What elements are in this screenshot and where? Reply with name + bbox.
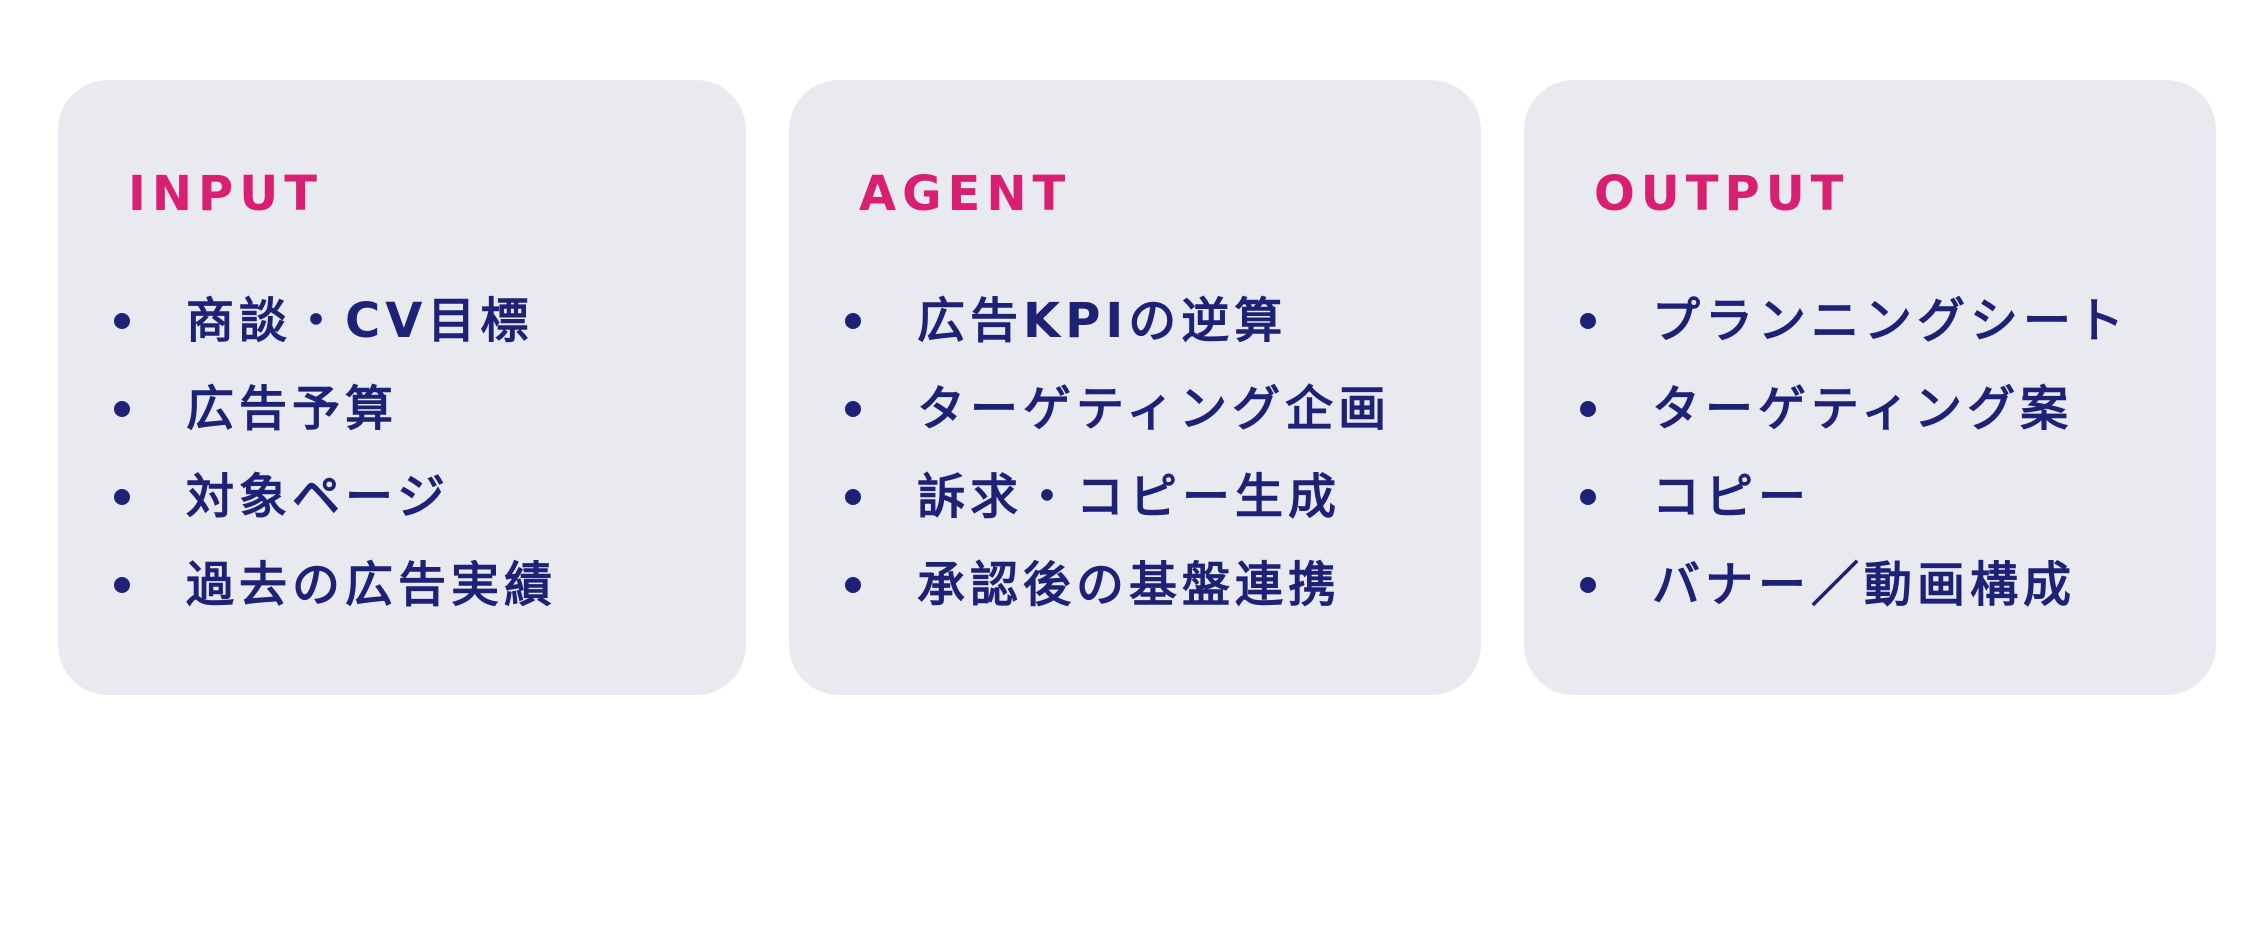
bullet-icon — [114, 401, 130, 417]
list-item-label: 商談・CV目標 — [186, 293, 534, 349]
list-item-label: ターゲティング企画 — [917, 381, 1392, 437]
input-list: 商談・CV目標 広告予算 対象ページ 過去の広告実績 — [114, 277, 557, 629]
list-item: 広告KPIの逆算 — [845, 277, 1391, 365]
bullet-icon — [114, 313, 130, 329]
list-item: プランニングシート — [1580, 277, 2129, 365]
bullet-icon — [845, 401, 861, 417]
list-item-label: 広告KPIの逆算 — [917, 293, 1288, 349]
list-item: ターゲティング企画 — [845, 365, 1391, 453]
list-item: 商談・CV目標 — [114, 277, 557, 365]
list-item: コピー — [1580, 453, 2129, 541]
list-item-label: バナー／動画構成 — [1652, 557, 2077, 613]
input-card-title: INPUT — [128, 166, 323, 222]
agent-card: AGENT 広告KPIの逆算 ターゲティング企画 訴求・コピー生成 承認後の基盤… — [789, 80, 1481, 695]
list-item-label: プランニングシート — [1652, 293, 2130, 349]
agent-card-title: AGENT — [859, 166, 1072, 222]
list-item-label: ターゲティング案 — [1652, 381, 2074, 437]
bullet-icon — [1580, 489, 1596, 505]
bullet-icon — [845, 313, 861, 329]
output-card: OUTPUT プランニングシート ターゲティング案 コピー バナー／動画構成 — [1524, 80, 2216, 695]
list-item: 広告予算 — [114, 365, 557, 453]
input-card: INPUT 商談・CV目標 広告予算 対象ページ 過去の広告実績 — [58, 80, 746, 695]
agent-list: 広告KPIの逆算 ターゲティング企画 訴求・コピー生成 承認後の基盤連携 — [845, 277, 1391, 629]
bullet-icon — [114, 577, 130, 593]
list-item-label: 訴求・コピー生成 — [917, 469, 1342, 525]
list-item-label: 対象ページ — [186, 469, 451, 525]
list-item: 承認後の基盤連携 — [845, 541, 1391, 629]
list-item: 対象ページ — [114, 453, 557, 541]
list-item: ターゲティング案 — [1580, 365, 2129, 453]
list-item: 過去の広告実績 — [114, 541, 557, 629]
list-item-label: 承認後の基盤連携 — [917, 557, 1342, 613]
list-item: 訴求・コピー生成 — [845, 453, 1391, 541]
bullet-icon — [1580, 577, 1596, 593]
list-item-label: 過去の広告実績 — [186, 557, 558, 613]
list-item-label: 広告予算 — [186, 381, 399, 437]
bullet-icon — [114, 489, 130, 505]
bullet-icon — [1580, 401, 1596, 417]
bullet-icon — [845, 489, 861, 505]
output-list: プランニングシート ターゲティング案 コピー バナー／動画構成 — [1580, 277, 2129, 629]
output-card-title: OUTPUT — [1594, 166, 1850, 222]
bullet-icon — [845, 577, 861, 593]
list-item-label: コピー — [1652, 469, 1812, 525]
bullet-icon — [1580, 313, 1596, 329]
list-item: バナー／動画構成 — [1580, 541, 2129, 629]
